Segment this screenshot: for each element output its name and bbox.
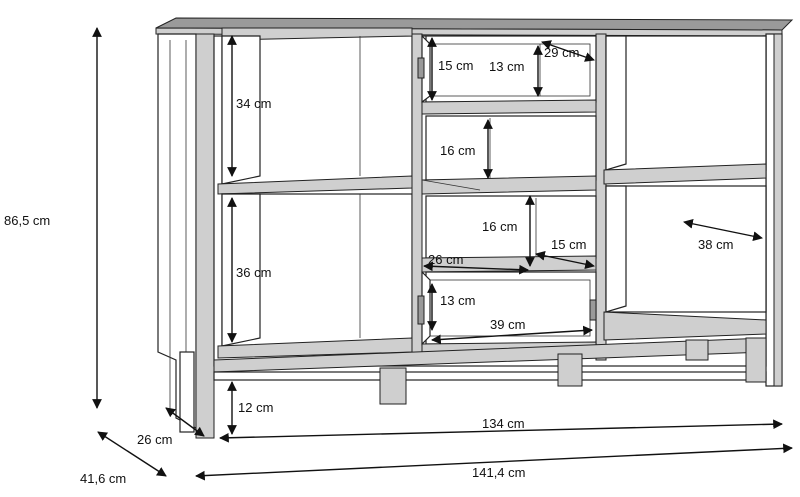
label-middle-depth: 15 cm bbox=[551, 237, 586, 252]
label-right-depth: 38 cm bbox=[698, 237, 733, 252]
label-width-total: 141,4 cm bbox=[472, 465, 525, 480]
label-left-lower: 36 cm bbox=[236, 265, 271, 280]
label-height-total: 86,5 cm bbox=[4, 213, 50, 228]
left-front-stile bbox=[195, 33, 215, 439]
label-drawer-bottom-width: 39 cm bbox=[490, 317, 525, 332]
width-body-line bbox=[219, 419, 783, 443]
leg-3 bbox=[685, 339, 709, 361]
drawer-top-depth-line bbox=[541, 40, 595, 62]
label-left-upper: 34 cm bbox=[236, 96, 271, 111]
sideboard-body bbox=[155, 17, 794, 439]
leg-1 bbox=[379, 367, 407, 405]
label-depth-total: 41,6 cm bbox=[80, 471, 126, 486]
right-depth-line bbox=[683, 218, 763, 242]
middle-depth-line bbox=[535, 250, 595, 270]
label-drawer-bottom-height: 13 cm bbox=[440, 293, 475, 308]
label-middle-upper: 16 cm bbox=[440, 143, 475, 158]
middle-shelf bbox=[421, 175, 597, 195]
label-width-body: 134 cm bbox=[482, 416, 525, 431]
label-leg-height: 12 cm bbox=[238, 400, 273, 415]
middle-right-divider bbox=[595, 33, 607, 361]
label-drawer-top-outer: 15 cm bbox=[438, 58, 473, 73]
label-middle-width: 26 cm bbox=[428, 252, 463, 267]
middle-upper-compartment bbox=[425, 115, 597, 181]
depth-body-line bbox=[165, 407, 205, 437]
bottom-drawer bbox=[425, 271, 597, 345]
middle-width-line bbox=[423, 261, 529, 275]
middle-lower-compartment bbox=[425, 195, 597, 259]
label-drawer-top-inner: 13 cm bbox=[489, 59, 524, 74]
right-upper-compartment bbox=[605, 35, 767, 171]
leg-2 bbox=[557, 353, 583, 387]
label-middle-lower: 16 cm bbox=[482, 219, 517, 234]
right-lower-compartment bbox=[605, 185, 767, 313]
dimension-lines bbox=[92, 27, 793, 481]
right-shelf bbox=[603, 163, 767, 185]
label-depth-body: 26 cm bbox=[137, 432, 172, 447]
leg-4 bbox=[745, 337, 767, 383]
depth-total-line bbox=[97, 431, 167, 477]
drawer-bottom-width-line bbox=[431, 325, 593, 345]
width-total-line bbox=[195, 443, 793, 481]
dimension-labels: 86,5 cm 41,6 cm 26 cm 141,4 cm 134 cm 12… bbox=[4, 45, 733, 486]
label-drawer-top-depth: 29 cm bbox=[544, 45, 579, 60]
